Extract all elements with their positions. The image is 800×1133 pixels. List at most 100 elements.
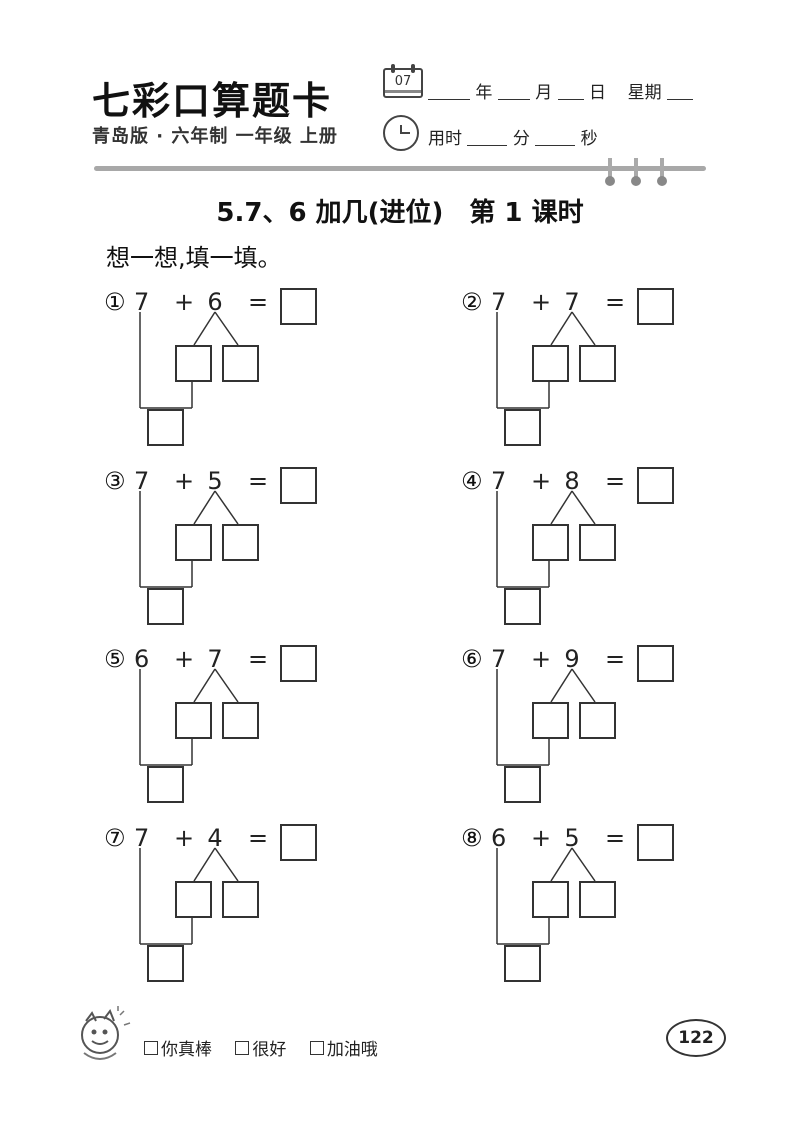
split-box-right[interactable] — [579, 345, 616, 382]
year-blank[interactable] — [428, 83, 470, 100]
date-line: 年 月 日 星期 — [428, 78, 694, 103]
make-ten-box[interactable] — [504, 945, 541, 982]
split-box-right[interactable] — [222, 345, 259, 382]
split-box-right[interactable] — [222, 702, 259, 739]
addend-b: 8 — [564, 467, 580, 495]
day-blank[interactable] — [557, 83, 584, 100]
answer-box[interactable] — [280, 824, 317, 861]
rating-great[interactable]: 你真棒 — [144, 1035, 212, 1060]
decomposition-lines — [496, 668, 596, 766]
problem-number: ① — [104, 288, 126, 316]
make-ten-box[interactable] — [147, 766, 184, 803]
plus-sign: + — [174, 467, 195, 495]
addend-b: 4 — [207, 824, 223, 852]
problem-number: ⑥ — [461, 645, 483, 673]
rating-keep-going[interactable]: 加油哦 — [309, 1035, 378, 1060]
make-ten-box[interactable] — [504, 766, 541, 803]
day-label: 日 — [589, 83, 607, 103]
minutes-blank[interactable] — [467, 129, 508, 146]
weekday-blank[interactable] — [667, 83, 694, 100]
time-used-label: 用时 — [428, 129, 462, 149]
seconds-blank[interactable] — [535, 129, 576, 146]
answer-box[interactable] — [637, 467, 674, 504]
addend-b: 9 — [564, 645, 580, 673]
header-divider — [94, 166, 706, 171]
make-ten-box[interactable] — [147, 588, 184, 625]
split-box-right[interactable] — [579, 881, 616, 918]
decomposition-lines — [496, 847, 596, 945]
split-box-left[interactable] — [175, 524, 212, 561]
decomposition-lines — [139, 847, 239, 945]
problem-number: ⑦ — [104, 824, 126, 852]
decomposition-lines — [496, 311, 596, 409]
split-box-right[interactable] — [579, 524, 616, 561]
checkbox-icon — [235, 1040, 250, 1055]
answer-box[interactable] — [280, 645, 317, 682]
make-ten-box[interactable] — [147, 409, 184, 446]
answer-box[interactable] — [280, 288, 317, 325]
equals-sign: = — [248, 645, 269, 673]
mascot-icon — [72, 1005, 134, 1067]
answer-box[interactable] — [637, 288, 674, 325]
equals-sign: = — [248, 824, 269, 852]
addend-b: 6 — [207, 288, 223, 316]
addend-a: 7 — [134, 288, 150, 316]
seconds-label: 秒 — [580, 129, 598, 149]
answer-box[interactable] — [280, 467, 317, 504]
decomposition-lines — [139, 490, 239, 588]
divider-peg — [657, 158, 667, 186]
split-box-left[interactable] — [532, 702, 569, 739]
split-box-left[interactable] — [532, 345, 569, 382]
split-box-left[interactable] — [532, 881, 569, 918]
equals-sign: = — [605, 288, 626, 316]
problem-number: ② — [461, 288, 483, 316]
split-box-left[interactable] — [175, 702, 212, 739]
checkbox-icon — [309, 1040, 324, 1055]
minutes-label: 分 — [512, 129, 530, 149]
month-blank[interactable] — [497, 83, 530, 100]
make-ten-box[interactable] — [504, 588, 541, 625]
split-box-right[interactable] — [222, 881, 259, 918]
rating-label: 你真棒 — [161, 1040, 212, 1060]
decomposition-lines — [139, 668, 239, 766]
equals-sign: = — [605, 645, 626, 673]
plus-sign: + — [174, 645, 195, 673]
plus-sign: + — [531, 288, 552, 316]
addend-a: 6 — [491, 824, 507, 852]
weekday-label: 星期 — [627, 83, 662, 103]
equals-sign: = — [605, 824, 626, 852]
addend-a: 7 — [134, 467, 150, 495]
calendar-number: 07 — [394, 74, 412, 89]
split-box-right[interactable] — [222, 524, 259, 561]
split-box-left[interactable] — [532, 524, 569, 561]
decomposition-lines — [139, 311, 239, 409]
lesson-title: 5.7、6 加几(进位) 第 1 课时 — [216, 198, 584, 228]
plus-sign: + — [174, 288, 195, 316]
answer-box[interactable] — [637, 824, 674, 861]
split-box-left[interactable] — [175, 345, 212, 382]
instruction: 想一想,填一填。 — [106, 244, 282, 272]
rating-good[interactable]: 很好 — [235, 1035, 286, 1060]
problem-number: ⑧ — [461, 824, 483, 852]
rating-options: 你真棒 很好 加油哦 — [144, 1035, 396, 1060]
addend-b: 5 — [564, 824, 580, 852]
split-box-left[interactable] — [175, 881, 212, 918]
addend-b: 7 — [564, 288, 580, 316]
split-box-right[interactable] — [579, 702, 616, 739]
equals-sign: = — [248, 288, 269, 316]
addend-a: 7 — [491, 288, 507, 316]
month-label: 月 — [535, 83, 553, 103]
year-label: 年 — [475, 83, 493, 103]
make-ten-box[interactable] — [504, 409, 541, 446]
answer-box[interactable] — [637, 645, 674, 682]
divider-peg — [605, 158, 615, 186]
addend-a: 7 — [134, 824, 150, 852]
equals-sign: = — [248, 467, 269, 495]
decomposition-lines — [496, 490, 596, 588]
plus-sign: + — [531, 645, 552, 673]
make-ten-box[interactable] — [147, 945, 184, 982]
plus-sign: + — [531, 824, 552, 852]
